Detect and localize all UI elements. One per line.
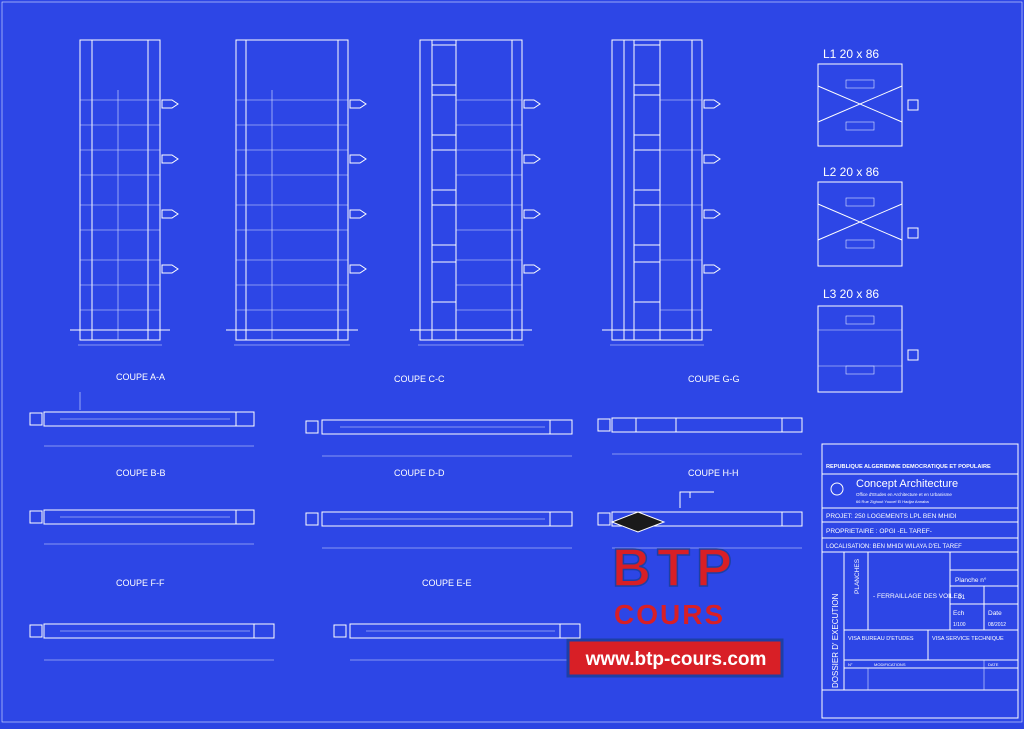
cours-logo-text: COURS <box>614 599 725 630</box>
section-l2: L2 20 x 86 <box>817 165 919 267</box>
coupe-f-f-title: COUPE F-F <box>116 578 165 588</box>
planche-number: 01 <box>958 594 966 601</box>
subject-text: - FERRAILLAGE DES VOILES <box>873 593 963 600</box>
coupe-a-a: COUPE A-A <box>29 372 255 447</box>
section-l3-title: L3 20 x 86 <box>823 287 879 301</box>
visa-bureau: VISA BUREAU D'ETUDES <box>848 636 914 642</box>
location-text: LOCALISATION: BEN MHIDI WILAYA D'EL TARE… <box>826 544 962 550</box>
coupe-h-h-title: COUPE H-H <box>688 468 739 478</box>
coupe-e-e: COUPE E-E <box>333 578 581 661</box>
btp-watermark: BTP COURS www.btp-cours.com <box>566 491 784 678</box>
coupe-f-f: COUPE F-F <box>29 578 275 661</box>
ech-value: 1/100 <box>953 622 966 628</box>
coupe-c-c: COUPE C-C <box>305 374 573 457</box>
revision-date-header: DATE <box>988 662 999 667</box>
planche-label: Planche n° <box>955 576 987 584</box>
dossier-label: DOSSIER D' EXECUTION <box>831 593 840 688</box>
crane-icon <box>679 491 714 508</box>
coupe-g-g-title: COUPE G-G <box>688 374 740 384</box>
planches-label: PLANCHES <box>854 558 861 594</box>
section-l3: L3 20 x 86 <box>817 287 919 393</box>
revision-modifications-header: MODIFICATIONS <box>874 662 906 667</box>
elevation-2 <box>226 39 367 346</box>
elevation-4 <box>602 39 721 346</box>
url-text: www.btp-cours.com <box>585 649 767 670</box>
elevation-1 <box>70 39 179 346</box>
owner-text: PROPRIETAIRE : OPGI -EL TAREF- <box>826 528 932 535</box>
firm-logo-icon <box>830 482 844 496</box>
revision-number-header: N° <box>848 662 853 667</box>
firm-name: Concept Architecture <box>856 478 958 490</box>
coupe-g-g: COUPE G-G <box>597 374 803 455</box>
coupe-d-d: COUPE D-D <box>305 468 573 549</box>
graduation-cap-icon <box>610 511 666 533</box>
url-banner <box>566 638 784 678</box>
project-text: PROJET: 250 LOGEMENTS LPL BEN MHIDI <box>826 513 957 520</box>
section-l2-title: L2 20 x 86 <box>823 165 879 179</box>
elevation-3 <box>410 39 541 346</box>
coupe-c-c-title: COUPE C-C <box>394 374 445 384</box>
coupe-d-d-title: COUPE D-D <box>394 468 445 478</box>
coupe-e-e-title: COUPE E-E <box>422 578 472 588</box>
coupe-a-a-title: COUPE A-A <box>116 372 165 382</box>
firm-address: 66 Rue Zighout Youcef El Hadjar Annaba <box>856 499 929 504</box>
date-value: 08/2012 <box>988 622 1006 628</box>
ech-label: Ech <box>953 610 965 617</box>
visa-service: VISA SERVICE TECHNIQUE <box>932 636 1004 642</box>
btp-logo: BTP <box>612 538 738 598</box>
coupe-b-b-title: COUPE B-B <box>116 468 166 478</box>
coupe-h-h: COUPE H-H <box>597 468 803 549</box>
firm-subtitle: Office d'Etudes en Architecture et en Ur… <box>856 492 952 497</box>
republic-text: REPUBLIQUE ALGERIENNE DEMOCRATIQUE ET PO… <box>826 464 991 470</box>
section-l1-title: L1 20 x 86 <box>823 47 879 61</box>
title-block: REPUBLIQUE ALGERIENNE DEMOCRATIQUE ET PO… <box>821 443 1019 719</box>
date-label: Date <box>988 610 1002 617</box>
coupe-b-b: COUPE B-B <box>29 468 255 545</box>
section-l1: L1 20 x 86 <box>817 47 919 147</box>
